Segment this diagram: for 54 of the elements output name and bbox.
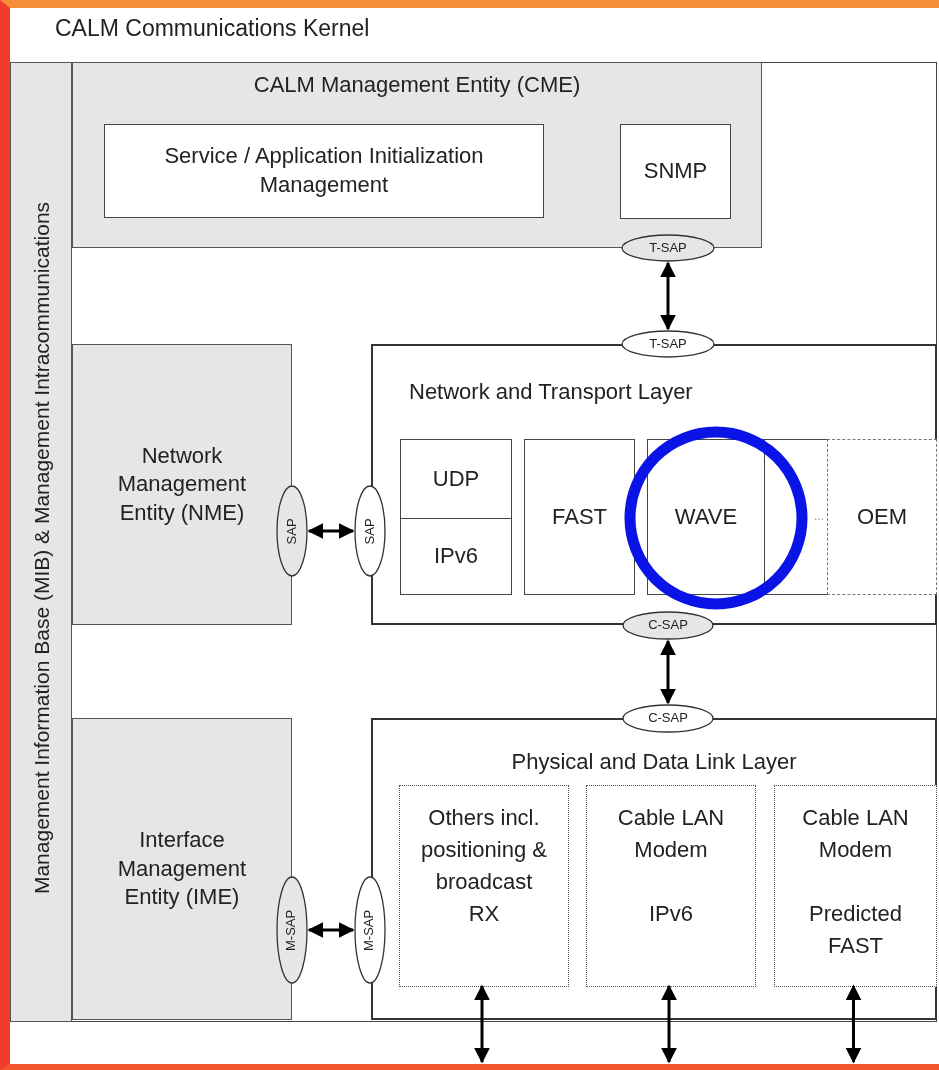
sap-ellipse [276, 485, 308, 577]
protocol-box [400, 518, 512, 595]
double-arrow [845, 984, 862, 1064]
double-arrow [661, 984, 677, 1064]
box-label: SAP [361, 518, 378, 544]
box-label: Service / Application Initialization Management [163, 142, 485, 199]
double-arrow [307, 922, 355, 938]
box-label: SNMP [643, 157, 708, 186]
box-label: IPv6 [648, 900, 694, 928]
box-label: Interface Management Entity (IME) [116, 826, 248, 912]
sap-ellipse [354, 876, 386, 984]
sap-ellipse [621, 234, 715, 262]
box-label: M-SAP [283, 909, 300, 951]
diagram-title: CALM Communications Kernel [55, 14, 370, 43]
dashed-box [827, 439, 937, 595]
box-label: Cable LAN Modem [801, 804, 910, 864]
box-label: Cable LAN Modem [616, 804, 726, 864]
box-label: FAST [552, 502, 607, 531]
box-label: Others incl. positioning & broadcast RX [420, 804, 548, 928]
box-label: C-SAP [648, 617, 688, 634]
process-box [104, 124, 544, 218]
box-label: Management Information Base (MIB) & Management Intracommunications [29, 201, 55, 895]
box-label: T-SAP [649, 335, 687, 353]
layer-title: CALM Management Entity (CME) [253, 71, 581, 99]
protocol-box [400, 439, 512, 519]
vertical-band [10, 62, 72, 1022]
protocol-box [647, 439, 765, 595]
box-label: M-SAP [361, 909, 378, 951]
box-label: Predicted FAST [808, 900, 903, 960]
box-label: IPv6 [434, 542, 478, 571]
sap-ellipse [354, 485, 386, 577]
dotted-box [399, 785, 569, 987]
dotted-box [774, 785, 937, 987]
box-label: ... [814, 509, 824, 525]
box-label: T-SAP [649, 239, 687, 257]
layer-title: Physical and Data Link Layer [511, 748, 797, 776]
sap-ellipse [621, 330, 715, 358]
sap-ellipse [622, 704, 714, 733]
double-arrow [660, 639, 676, 705]
box-label: Network Management Entity (NME) [116, 441, 248, 527]
dotted-box [586, 785, 756, 987]
protocol-box [524, 439, 635, 595]
process-box [620, 124, 731, 219]
sap-ellipse [622, 611, 714, 640]
sap-ellipse [276, 876, 308, 984]
double-arrow [474, 984, 490, 1064]
double-arrow [660, 261, 676, 331]
box-label: UDP [432, 464, 480, 493]
double-arrow [307, 523, 355, 539]
layer-title: Network and Transport Layer [409, 378, 694, 406]
box-label: C-SAP [648, 710, 688, 727]
box-label: OEM [856, 502, 908, 531]
box-label: SAP [283, 518, 300, 544]
box-label: WAVE [674, 502, 738, 531]
